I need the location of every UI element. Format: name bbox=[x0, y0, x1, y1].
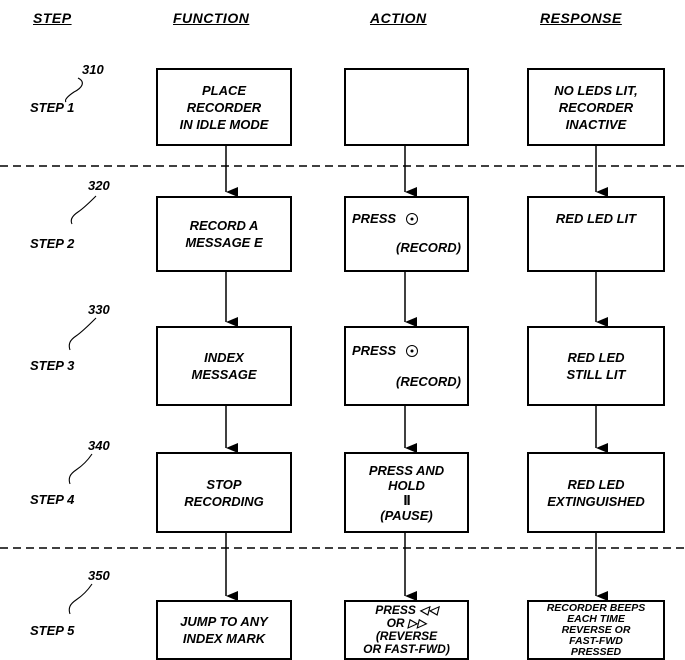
function-text: INDEX bbox=[204, 350, 244, 365]
function-box: STOP RECORDING bbox=[156, 452, 292, 533]
action-text: (REVERSE bbox=[375, 629, 438, 643]
function-text: STOP bbox=[206, 476, 242, 492]
function-box: PLACE RECORDER IN IDLE MODE bbox=[156, 68, 292, 146]
ref-number: 320 bbox=[88, 178, 110, 193]
function-text: MESSAGE bbox=[191, 367, 257, 382]
response-text: NO LEDS LIT, bbox=[554, 82, 638, 98]
action-box bbox=[344, 68, 469, 146]
step-label: STEP 3 bbox=[30, 358, 75, 373]
action-text: PRESS ◁◁ bbox=[375, 603, 438, 617]
response-text: EACH TIME bbox=[567, 612, 625, 625]
response-text: RECORDER BEEPS bbox=[546, 601, 646, 614]
action-text: (PAUSE) bbox=[380, 507, 433, 523]
response-text: STILL LIT bbox=[566, 367, 626, 382]
record-icon bbox=[406, 344, 419, 357]
header-action: ACTION bbox=[370, 10, 427, 26]
response-text: INACTIVE bbox=[565, 116, 627, 132]
response-box: RED LED EXTINGUISHED bbox=[527, 452, 665, 533]
action-text: PRESS bbox=[352, 343, 397, 358]
action-text: OR ▷▷ bbox=[386, 616, 427, 630]
function-text: RECORDER bbox=[186, 99, 262, 115]
step-label: STEP 4 bbox=[30, 492, 75, 507]
leader-line bbox=[64, 77, 83, 103]
response-box: RED LED STILL LIT bbox=[527, 326, 665, 406]
header-response: RESPONSE bbox=[540, 10, 622, 26]
response-text: FAST-FWD bbox=[569, 634, 623, 647]
response-text: RED LED bbox=[567, 350, 625, 365]
function-text: INDEX MARK bbox=[182, 631, 266, 646]
response-text: RECORDER bbox=[558, 99, 634, 115]
function-text: JUMP TO ANY bbox=[180, 614, 268, 629]
response-text: PRESSED bbox=[570, 645, 622, 658]
step-label: STEP 2 bbox=[30, 236, 75, 251]
leader-line bbox=[68, 583, 93, 615]
step-label: STEP 5 bbox=[30, 623, 75, 638]
function-text: IN IDLE MODE bbox=[179, 116, 269, 132]
record-icon bbox=[406, 212, 419, 225]
ref-number: 350 bbox=[88, 568, 110, 583]
function-text: PLACE bbox=[201, 82, 247, 98]
response-box: RECORDER BEEPS EACH TIME REVERSE OR FAST… bbox=[527, 600, 665, 660]
action-box: PRESS (RECORD) bbox=[344, 196, 469, 272]
response-box: NO LEDS LIT, RECORDER INACTIVE bbox=[527, 68, 665, 146]
action-text: (RECORD) bbox=[396, 240, 461, 255]
header-function: FUNCTION bbox=[173, 10, 250, 26]
function-box: JUMP TO ANY INDEX MARK bbox=[156, 600, 292, 660]
function-text: RECORD A bbox=[189, 218, 259, 233]
header-step: STEP bbox=[33, 10, 72, 26]
action-box: PRESS AND HOLD II (PAUSE) bbox=[344, 452, 469, 533]
action-text: PRESS AND bbox=[368, 462, 445, 478]
action-box: PRESS (RECORD) bbox=[344, 326, 469, 406]
function-text: MESSAGE E bbox=[185, 235, 263, 250]
response-text: RED LED bbox=[567, 476, 625, 492]
response-box: RED LED LIT bbox=[527, 196, 665, 272]
ref-number: 310 bbox=[82, 62, 104, 77]
pause-icon: II bbox=[403, 491, 410, 509]
response-text: REVERSE OR bbox=[561, 623, 631, 636]
action-text: OR FAST-FWD) bbox=[363, 642, 450, 656]
function-text: RECORDING bbox=[184, 493, 264, 509]
action-box: PRESS ◁◁ OR ▷▷ (REVERSE OR FAST-FWD) bbox=[344, 600, 469, 660]
leader-line bbox=[70, 195, 97, 225]
function-box: INDEX MESSAGE bbox=[156, 326, 292, 406]
action-text: HOLD bbox=[388, 477, 425, 493]
step-label: STEP 1 bbox=[30, 100, 75, 115]
leader-line bbox=[68, 317, 97, 351]
ref-number: 340 bbox=[88, 438, 110, 453]
response-text: RED LED LIT bbox=[555, 211, 637, 226]
action-text: (RECORD) bbox=[396, 374, 461, 389]
leader-line bbox=[68, 453, 93, 485]
ref-number: 330 bbox=[88, 302, 110, 317]
action-text: PRESS bbox=[352, 211, 397, 226]
function-box: RECORD A MESSAGE E bbox=[156, 196, 292, 272]
response-text: EXTINGUISHED bbox=[547, 493, 645, 509]
